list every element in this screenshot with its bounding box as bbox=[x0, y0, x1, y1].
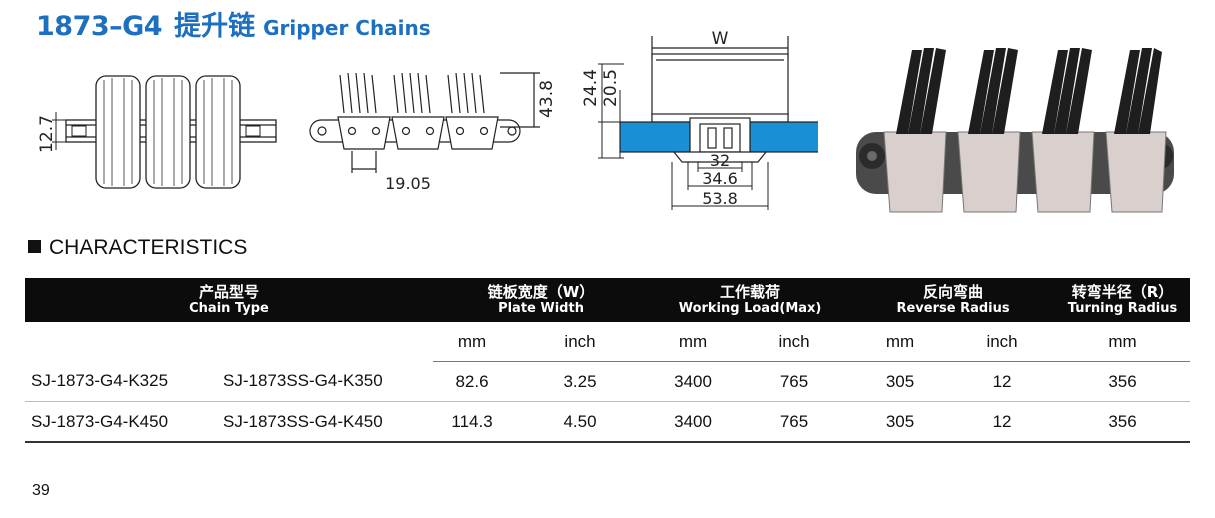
turning-mm-cell: 356 bbox=[1055, 401, 1191, 443]
table-row: SJ-1873-G4-K325 SJ-1873SS-G4-K350 82.6 3… bbox=[25, 361, 1191, 402]
model-cell: SJ-1873-G4-K450 bbox=[25, 401, 223, 443]
load-inch-cell: 765 bbox=[737, 401, 852, 443]
width-mm-cell: 114.3 bbox=[433, 401, 512, 443]
unit-cell: inch bbox=[511, 322, 650, 362]
model-ss-cell: SJ-1873SS-G4-K450 bbox=[223, 401, 434, 443]
square-bullet-icon bbox=[28, 240, 41, 253]
dim-outer-width: 53.8 bbox=[702, 189, 738, 208]
turning-mm-cell: 356 bbox=[1055, 361, 1191, 402]
dim-plate-width: W bbox=[712, 30, 729, 49]
section-heading: CHARACTERISTICS bbox=[28, 236, 247, 260]
dim-pad-height: 20.5 bbox=[601, 69, 621, 107]
dim-link-width: 34.6 bbox=[702, 169, 738, 188]
section-title: CHARACTERISTICS bbox=[49, 236, 248, 259]
section-drawing: W 24.4 20.5 32 34.6 53.8 bbox=[581, 30, 818, 210]
units-row: mm inch mm inch mm inch mm bbox=[25, 322, 1191, 362]
table-row: SJ-1873-G4-K450 SJ-1873SS-G4-K450 114.3 … bbox=[25, 401, 1191, 443]
width-mm-cell: 82.6 bbox=[433, 361, 512, 402]
unit-cell: inch bbox=[737, 322, 852, 362]
page-title: 1873–G4 提升链 Gripper Chains bbox=[36, 4, 431, 43]
side-view-drawing: 43.8 19.05 bbox=[309, 72, 557, 193]
dim-pitch-height: 12.7 bbox=[37, 115, 57, 153]
load-inch-cell: 765 bbox=[737, 361, 852, 402]
width-inch-cell: 4.50 bbox=[511, 401, 650, 443]
unit-cell: mm bbox=[851, 322, 950, 362]
model-cell: SJ-1873-G4-K325 bbox=[25, 361, 223, 402]
unit-cell: mm bbox=[433, 322, 512, 362]
title-chinese: 提升链 bbox=[174, 11, 256, 42]
load-mm-cell: 3400 bbox=[649, 401, 738, 443]
reverse-inch-cell: 12 bbox=[949, 361, 1056, 402]
dim-pitch: 19.05 bbox=[385, 174, 431, 193]
unit-cell: inch bbox=[949, 322, 1056, 362]
header-turning-radius: 转弯半径（R）Turning Radius bbox=[1055, 278, 1191, 322]
header-plate-width: 链板宽度（W）Plate Width bbox=[433, 278, 650, 322]
load-mm-cell: 3400 bbox=[649, 361, 738, 402]
page-number: 39 bbox=[32, 482, 50, 499]
title-english: Gripper Chains bbox=[263, 16, 431, 40]
reverse-mm-cell: 305 bbox=[851, 361, 950, 402]
reverse-inch-cell: 12 bbox=[949, 401, 1056, 443]
top-view-drawing: 12.7 bbox=[37, 75, 277, 189]
unit-cell: mm bbox=[649, 322, 738, 362]
model-ss-cell: SJ-1873SS-G4-K350 bbox=[223, 361, 434, 402]
dim-overall-height: 24.4 bbox=[581, 69, 601, 107]
product-code: 1873–G4 bbox=[36, 11, 163, 42]
dim-finger-height: 43.8 bbox=[537, 80, 557, 118]
unit-cell: mm bbox=[1055, 322, 1191, 362]
dim-inner-width: 32 bbox=[710, 151, 730, 170]
width-inch-cell: 3.25 bbox=[511, 361, 650, 402]
product-image bbox=[856, 48, 1174, 213]
reverse-mm-cell: 305 bbox=[851, 401, 950, 443]
